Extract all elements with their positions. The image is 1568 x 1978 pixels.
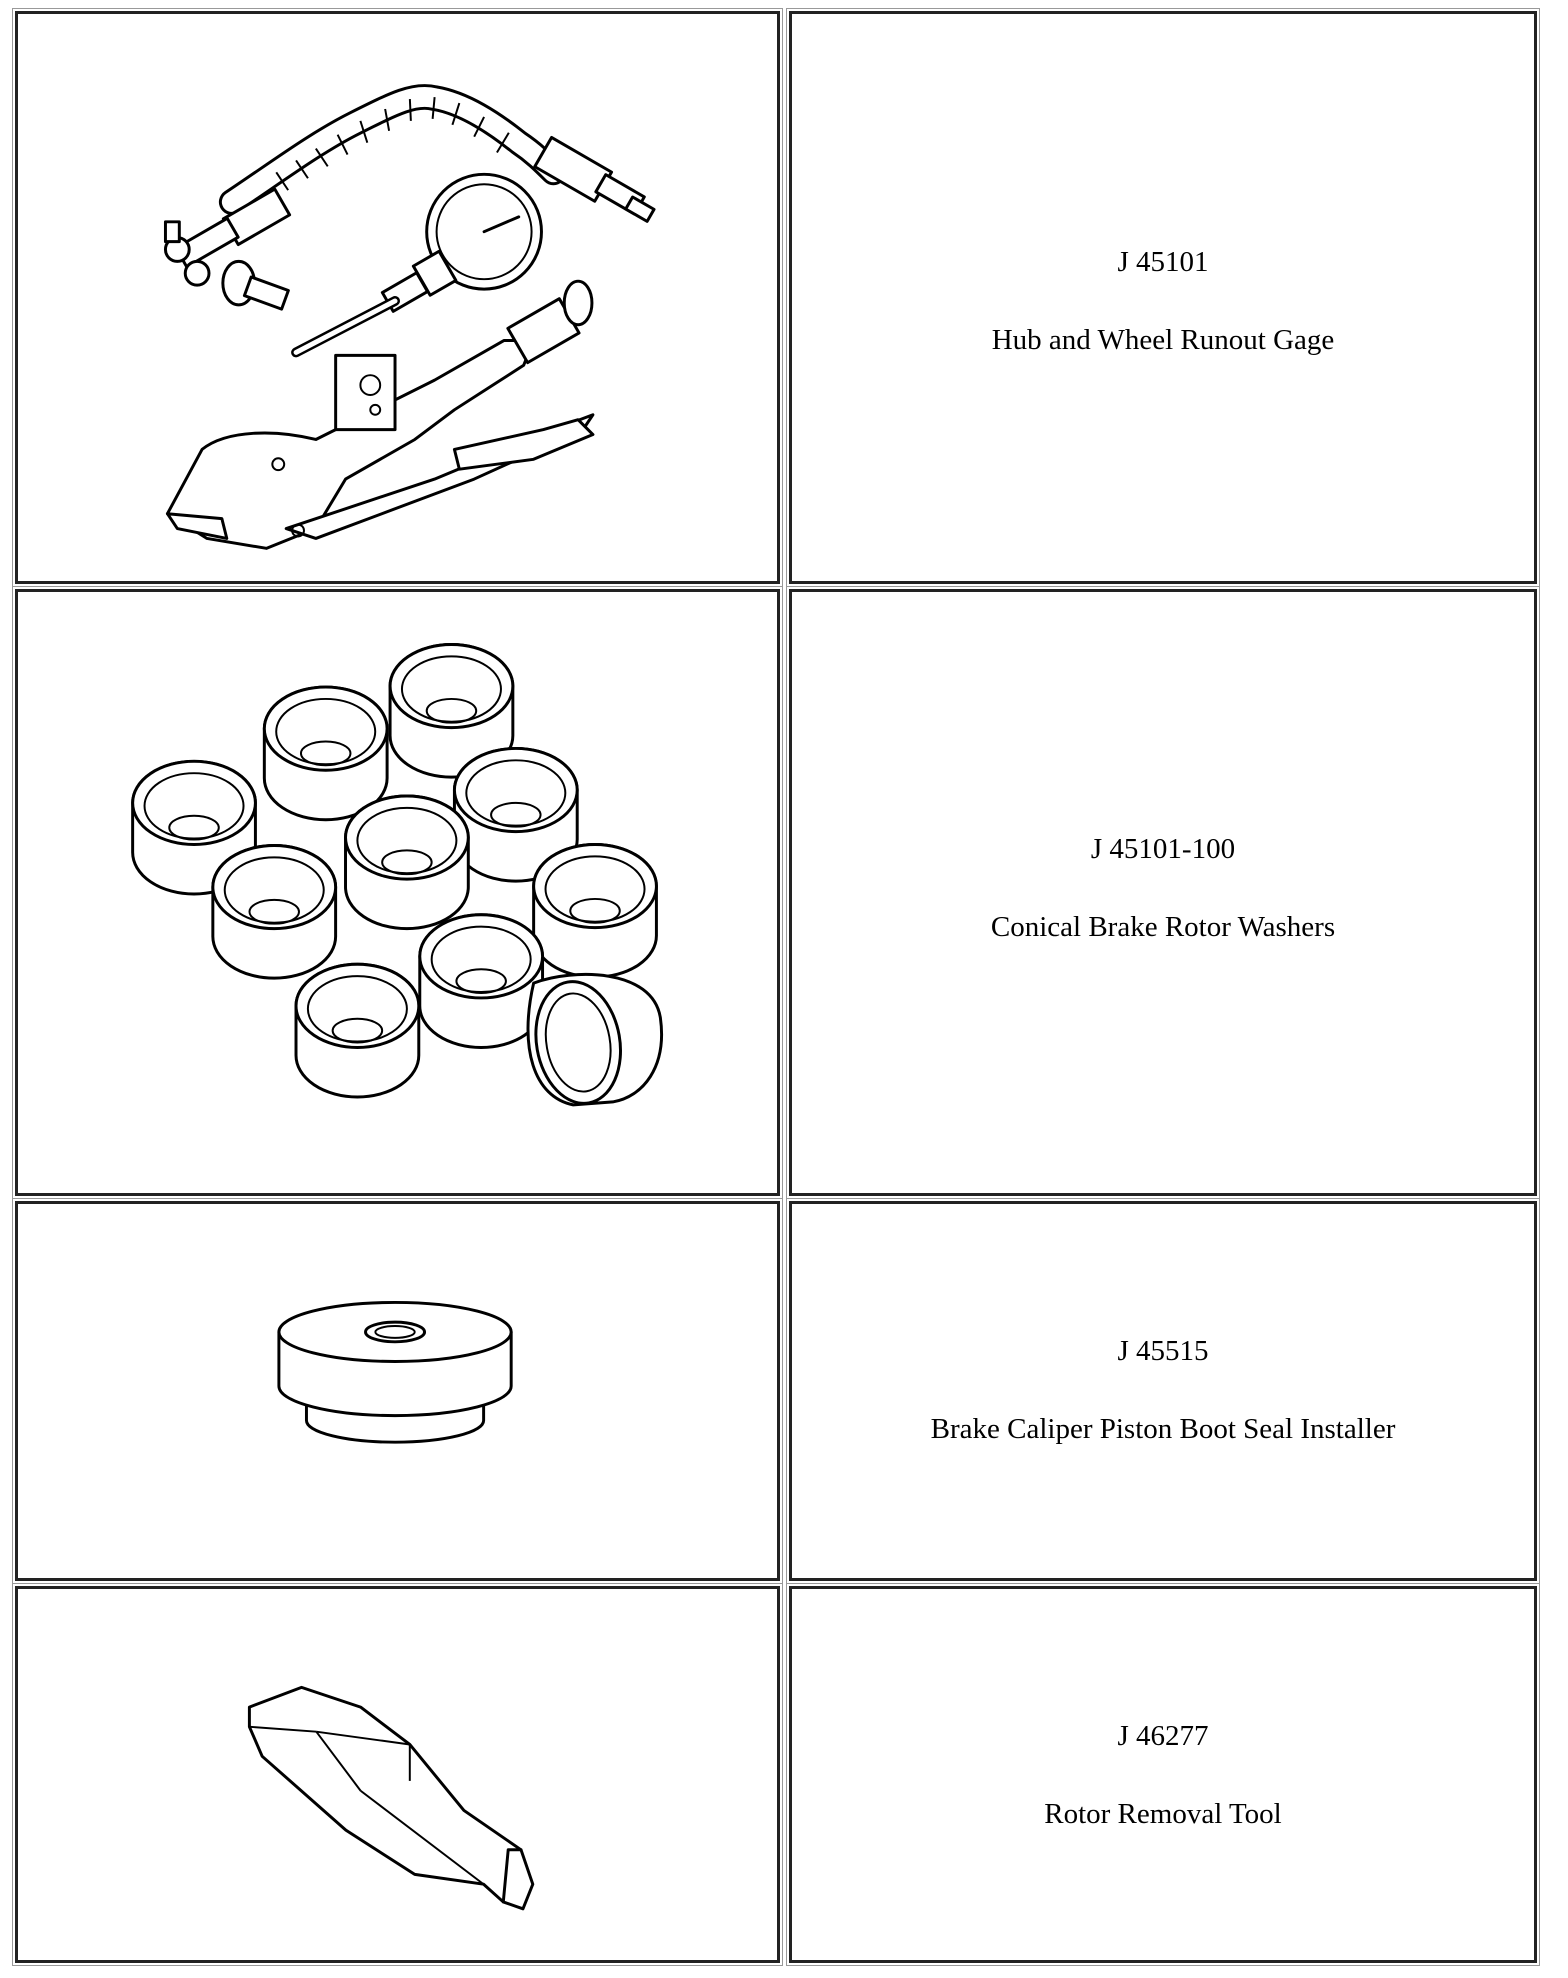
- tool-name: Hub and Wheel Runout Gage: [991, 324, 1335, 356]
- special-tools-table: J 45101 Hub and Wheel Runout Gage: [12, 8, 1540, 1966]
- runout-gage-icon: [163, 84, 656, 550]
- table-row: J 45101-100 Conical Brake Rotor Washers: [12, 586, 1540, 1199]
- tool-image-cell: [12, 1198, 783, 1584]
- tool-number: J 45515: [1117, 1335, 1209, 1367]
- table-row: J 46277 Rotor Removal Tool: [12, 1583, 1540, 1966]
- tool-name: Brake Caliper Piston Boot Seal Installer: [930, 1413, 1396, 1445]
- tool-number: J 45101-100: [1090, 833, 1236, 865]
- tool-name: Conical Brake Rotor Washers: [990, 911, 1336, 943]
- table-row: J 45515 Brake Caliper Piston Boot Seal I…: [12, 1198, 1540, 1584]
- tool-info-cell: J 46277 Rotor Removal Tool: [786, 1583, 1540, 1966]
- tool-name: Rotor Removal Tool: [1044, 1798, 1282, 1830]
- tool-info-cell: J 45101 Hub and Wheel Runout Gage: [786, 8, 1540, 587]
- tool-number: J 46277: [1117, 1720, 1209, 1752]
- tool-image-cell: [12, 8, 783, 587]
- tool-image-cell: [12, 586, 783, 1199]
- table-row: J 45101 Hub and Wheel Runout Gage: [12, 8, 1540, 587]
- tool-image-cell: [12, 1583, 783, 1966]
- rotor-removal-tool-icon: [247, 1685, 535, 1911]
- tool-info-cell: J 45515 Brake Caliper Piston Boot Seal I…: [786, 1198, 1540, 1584]
- tool-number: J 45101: [1117, 246, 1209, 278]
- seal-installer-icon: [277, 1300, 513, 1444]
- washers-icon: [131, 642, 663, 1107]
- tool-info-cell: J 45101-100 Conical Brake Rotor Washers: [786, 586, 1540, 1199]
